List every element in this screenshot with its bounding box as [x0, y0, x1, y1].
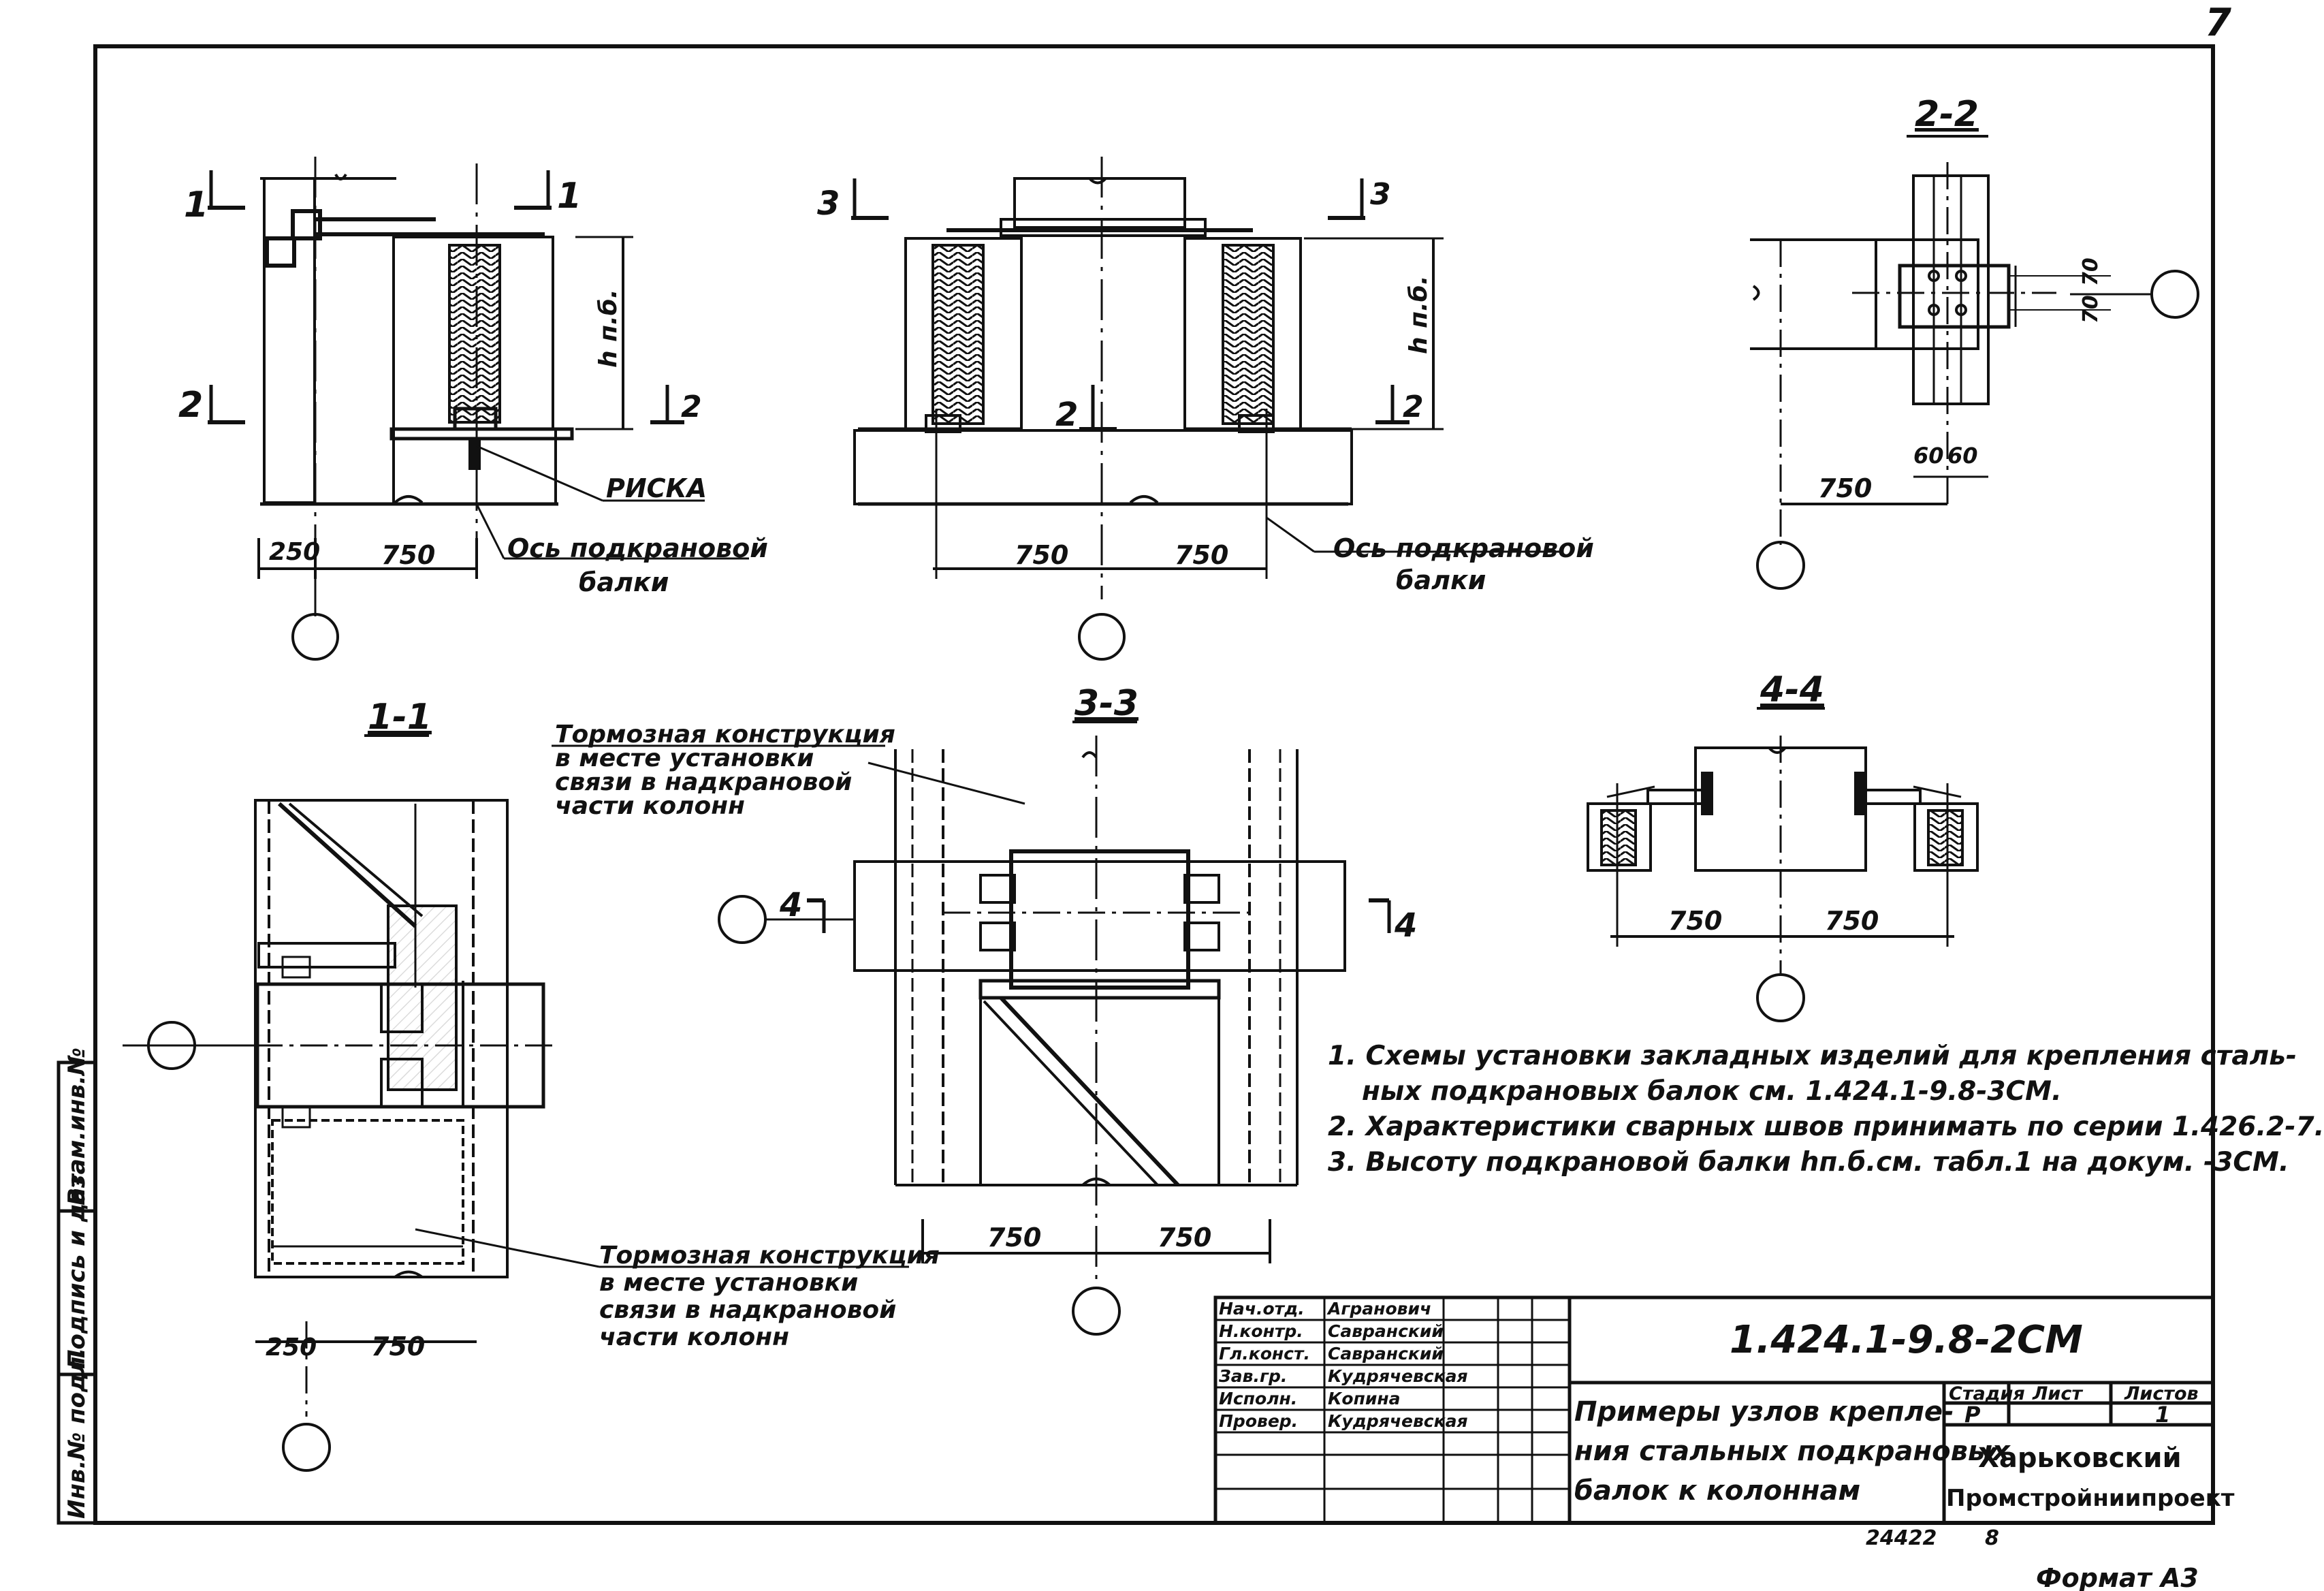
section-4-4: [1587, 707, 1979, 1022]
dim-750-3-3-b: 750: [1158, 1223, 1211, 1253]
stamp-vzam-inv: Взам.инв.№: [63, 1047, 91, 1206]
cut-mark-2-left: 2: [178, 385, 203, 426]
role-1: Н.контр.: [1219, 1321, 1303, 1341]
axis-bubble-3-3-left: [718, 895, 767, 944]
dim-60-b: 60: [1947, 443, 1978, 469]
section-1-1: [123, 734, 909, 1472]
cut-mark-2-mid-left: 2: [1055, 396, 1078, 434]
callout-axis-top-middle-1: Ось подкрановой: [1333, 533, 1594, 563]
cut-mark-2-right: 2: [681, 390, 702, 424]
archive-number: 24422: [1866, 1526, 1937, 1550]
dim-750-1-1: 750: [371, 1332, 425, 1361]
section-2-2: [1750, 135, 2199, 590]
cut-mark-4-right: 4: [1394, 907, 1417, 945]
note-1-cont: ных подкрановых балок см. 1.424.1-9.8-3С…: [1362, 1076, 2062, 1107]
section-title-4-4: 4-4: [1760, 670, 1824, 710]
sheet-number: 7: [2205, 1, 2231, 45]
org-line-1: Харьковский: [1978, 1443, 2182, 1474]
stamp-signature-date: Подпись и дата: [63, 1159, 91, 1369]
doc-code: 1.424.1-9.8-2СМ: [1730, 1318, 2083, 1362]
notes: 1. Схемы установки закладных изделий для…: [1328, 1039, 2324, 1180]
section-title-1-1: 1-1: [368, 697, 432, 738]
axis-bubble-4-4-bottom: [1756, 973, 1805, 1022]
detail-top-left: [208, 157, 749, 661]
name-5: Кудрячевская: [1328, 1411, 1468, 1431]
axis-bubble-1-1-bottom: [282, 1423, 331, 1472]
dim-250-top-left: 250: [269, 538, 320, 566]
left-stamp: [57, 1060, 97, 1525]
doc-title-line-2: ния стальных подкрановых: [1574, 1436, 2010, 1467]
sheets-value: 1: [2155, 1402, 2171, 1428]
dim-750-top-middle-a: 750: [1015, 540, 1068, 570]
stage-value: Р: [1964, 1402, 1981, 1428]
axis-bubble-1-1-left: [147, 1021, 196, 1070]
callout-axis-top-left-1: Ось подкрановой: [507, 533, 768, 563]
height-label-top-left: h п.б.: [594, 289, 622, 368]
sheets-header: Листов: [2124, 1383, 2199, 1404]
role-0: Нач.отд.: [1219, 1299, 1305, 1319]
note-1: 1. Схемы установки закладных изделий для…: [1328, 1041, 2297, 1071]
name-1: Савранский: [1328, 1321, 1444, 1341]
stamp-inv-podl: Инв.№ подл.: [63, 1348, 91, 1519]
sheet-header: Лист: [2033, 1383, 2082, 1404]
height-label-top-middle: h п.б.: [1405, 275, 1433, 354]
dim-250-1-1: 250: [266, 1334, 317, 1361]
section-title-3-3: 3-3: [1075, 683, 1139, 724]
dim-750-top-left: 750: [381, 540, 435, 570]
axis-bubble-top-left: [291, 613, 339, 661]
cut-mark-4-left: 4: [779, 886, 802, 924]
callout-top-line-1: Тормозная конструкция: [555, 721, 895, 749]
dim-70-a: 70: [2079, 295, 2103, 324]
axis-bubble-3-3-bottom: [1072, 1287, 1121, 1336]
dim-750-4-4-b: 750: [1825, 906, 1879, 936]
detail-top-middle: [851, 157, 1559, 661]
name-0: Агранович: [1328, 1299, 1432, 1319]
cut-mark-1-right: 1: [557, 176, 582, 217]
callout-axis-top-middle-2: балки: [1396, 565, 1486, 595]
dim-60-a: 60: [1913, 443, 1944, 469]
dim-750-4-4-a: 750: [1668, 906, 1722, 936]
dim-70-b: 70: [2079, 257, 2103, 286]
section-3-3: [718, 721, 1391, 1336]
callout-top-line-3: связи в надкрановой: [555, 768, 852, 796]
format-label: Формат А3: [2036, 1563, 2199, 1591]
note-2: 2. Характеристики сварных швов принимать…: [1328, 1112, 2324, 1142]
callout-riska: РИСКА: [606, 473, 707, 503]
dim-750-top-middle-b: 750: [1175, 540, 1228, 570]
name-4: Копина: [1328, 1389, 1401, 1408]
cut-mark-2-mid-right: 2: [1403, 390, 1424, 424]
callout-bottom-line-2: в месте установки: [599, 1269, 858, 1297]
cut-mark-3-right: 3: [1370, 177, 1391, 212]
role-5: Провер.: [1219, 1411, 1299, 1431]
drawing-sheet: 7 Формат А3 24422 8 Инв.№ подл. Подпись …: [57, 1, 2231, 1591]
role-4: Исполн.: [1219, 1389, 1298, 1408]
callout-top-line-2: в месте установки: [555, 744, 814, 772]
axis-bubble-2-2-bottom: [1756, 541, 1805, 590]
cut-mark-1-left: 1: [184, 185, 208, 225]
doc-title-line-1: Примеры узлов крепле-: [1574, 1396, 1954, 1428]
archive-sheet: 8: [1985, 1526, 1999, 1550]
dim-750-2-2: 750: [1818, 473, 1872, 503]
doc-title-line-3: балок к колоннам: [1574, 1475, 1861, 1507]
callout-bottom-line-3: связи в надкрановой: [599, 1296, 896, 1324]
callout-axis-top-left-2: балки: [579, 567, 669, 597]
title-block-grid: [1213, 1295, 2215, 1525]
stage-header: Стадия: [1949, 1383, 2025, 1404]
role-2: Гл.конст.: [1219, 1344, 1310, 1364]
note-3: 3. Высоту подкрановой балки hп.б.см. таб…: [1328, 1147, 2289, 1178]
org-line-2: Промстройниипроект: [1946, 1485, 2235, 1512]
name-2: Савранский: [1328, 1344, 1444, 1364]
name-3: Кудрячевская: [1328, 1366, 1468, 1386]
role-3: Зав.гр.: [1219, 1366, 1288, 1386]
axis-bubble-top-middle: [1078, 613, 1126, 661]
callout-bottom-line-4: части колонн: [599, 1323, 789, 1351]
cut-mark-3-left: 3: [817, 185, 840, 223]
callout-bottom-line-1: Тормозная конструкция: [599, 1242, 940, 1270]
dim-750-3-3-a: 750: [987, 1223, 1041, 1253]
outer-frame: [93, 44, 2215, 1525]
section-title-2-2: 2-2: [1915, 94, 1979, 135]
axis-bubble-2-2-right: [2150, 270, 2199, 319]
callout-top-line-4: части колонн: [555, 792, 745, 820]
